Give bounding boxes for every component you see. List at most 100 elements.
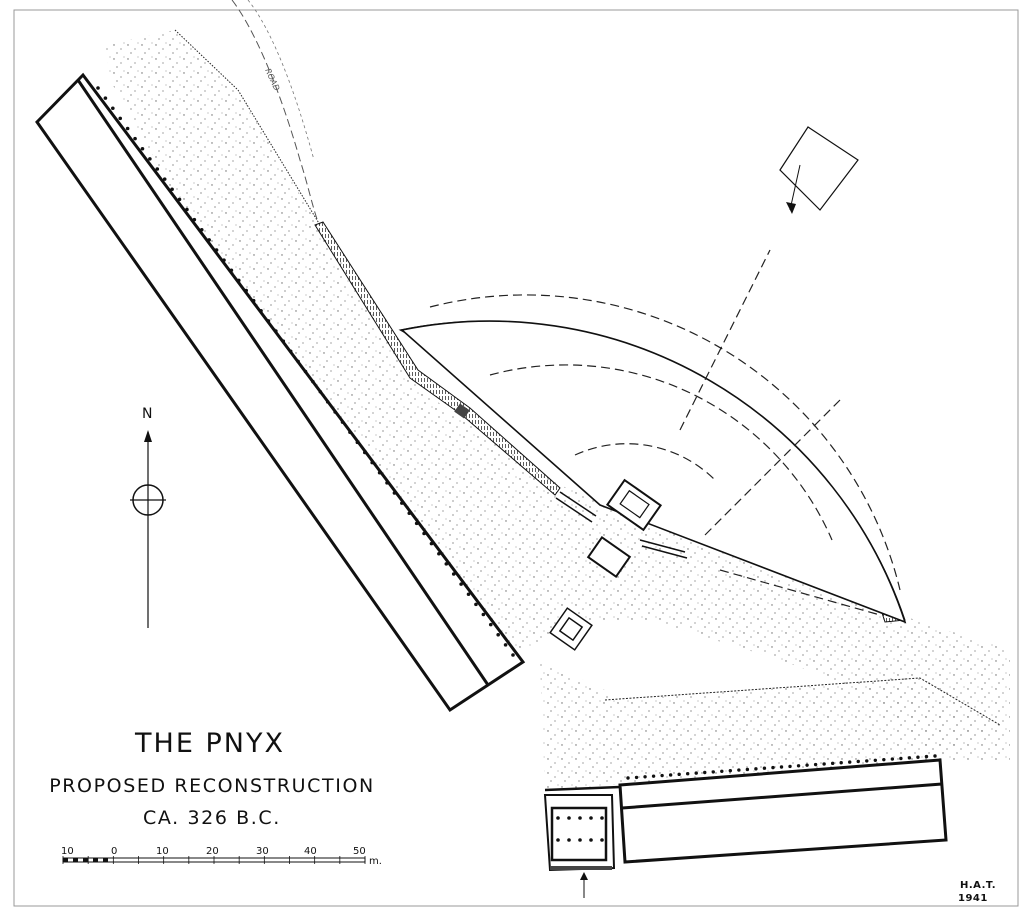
column xyxy=(626,776,630,780)
column xyxy=(148,157,152,161)
column xyxy=(222,258,226,262)
map-title: THE PNYX xyxy=(134,728,285,759)
column xyxy=(111,106,115,111)
column xyxy=(362,450,367,455)
scale-label: 20 xyxy=(206,846,219,857)
column xyxy=(318,389,323,394)
altar xyxy=(586,536,632,578)
column xyxy=(589,816,593,820)
column xyxy=(805,763,809,767)
column xyxy=(578,816,582,820)
column xyxy=(634,775,639,780)
seating-inner xyxy=(574,443,716,481)
column xyxy=(333,410,337,414)
road-label: ROAD xyxy=(263,67,281,92)
column xyxy=(437,551,441,556)
column xyxy=(199,227,204,232)
column xyxy=(567,838,571,842)
column xyxy=(125,126,130,131)
signature-year: 1941 xyxy=(958,893,988,904)
column xyxy=(207,238,211,242)
road-edge-right xyxy=(247,0,315,161)
column xyxy=(556,838,560,842)
north-label: N xyxy=(142,406,152,422)
column xyxy=(407,511,412,516)
column xyxy=(933,754,937,758)
column xyxy=(355,440,360,445)
column xyxy=(511,653,515,657)
column xyxy=(916,755,920,759)
column xyxy=(813,762,818,767)
propylon-step xyxy=(550,866,612,870)
scale-label: 40 xyxy=(304,846,317,857)
propylon-arrow-head xyxy=(580,872,588,880)
lower-terrace xyxy=(540,660,1000,790)
bema-step-4 xyxy=(555,497,593,523)
column xyxy=(118,116,123,121)
sheet-border xyxy=(13,9,1019,907)
column xyxy=(133,136,137,141)
lower-stoa xyxy=(618,758,948,864)
propylon xyxy=(543,794,616,872)
column xyxy=(856,759,860,764)
column xyxy=(162,177,167,181)
map-date: CA. 326 B.C. xyxy=(143,807,281,829)
column xyxy=(414,521,419,526)
long-stoa xyxy=(35,72,526,713)
scale-segment xyxy=(73,858,78,862)
column xyxy=(192,217,197,222)
scale-label: 10 xyxy=(61,846,74,857)
column xyxy=(496,632,500,637)
column xyxy=(924,754,929,759)
column xyxy=(244,288,249,293)
column xyxy=(303,369,308,374)
propylon-inner xyxy=(550,806,608,862)
column xyxy=(754,767,758,771)
column xyxy=(503,643,508,647)
column xyxy=(214,248,219,252)
scale-segment xyxy=(83,858,88,862)
column xyxy=(377,470,382,475)
column xyxy=(488,622,493,627)
column xyxy=(459,582,463,586)
lower-stoa-divider xyxy=(621,782,943,810)
scale-segment xyxy=(63,858,68,862)
column xyxy=(865,759,869,763)
scale-label: 50 xyxy=(353,846,366,857)
column xyxy=(668,773,673,777)
column xyxy=(251,298,256,303)
column xyxy=(451,572,456,576)
column xyxy=(481,612,486,617)
column xyxy=(848,760,852,764)
column xyxy=(796,764,801,768)
propylon-wall xyxy=(544,785,621,792)
column xyxy=(288,349,293,354)
column xyxy=(600,838,604,842)
bema-step-1 xyxy=(639,539,686,553)
scale-label: 10 xyxy=(156,846,169,857)
entrance-arrow-shaft xyxy=(789,164,801,211)
scale-bar: 10 0 10 20 30 40 50 m. xyxy=(61,846,382,867)
column xyxy=(589,838,593,842)
column xyxy=(429,541,434,546)
bema-step-2 xyxy=(641,545,688,559)
column xyxy=(348,430,352,435)
aisle-1 xyxy=(679,249,771,431)
scale-label: 0 xyxy=(111,846,117,857)
scale-segment xyxy=(103,858,108,862)
column xyxy=(660,773,664,778)
terrace-edge xyxy=(174,29,321,226)
lower-terrace-edge xyxy=(604,677,1001,726)
column xyxy=(103,96,108,100)
column xyxy=(890,757,895,761)
column xyxy=(771,765,775,770)
column xyxy=(677,772,681,777)
column xyxy=(392,491,397,495)
entrance-arrow-head xyxy=(786,202,796,214)
north-arrow: N xyxy=(130,406,166,628)
column xyxy=(170,187,174,192)
column xyxy=(651,774,656,778)
column xyxy=(422,531,426,536)
column xyxy=(140,146,145,151)
